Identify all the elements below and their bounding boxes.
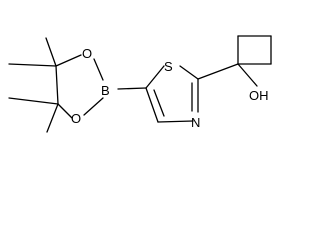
bond-c4-c5-double (153, 89, 165, 117)
methyl-groups (8, 37, 59, 133)
bond-s-c2 (179, 65, 199, 80)
atom-nitrogen: N (191, 115, 200, 130)
bond-c-c-ring (55, 65, 59, 105)
bond-c2-cyclobutyl (197, 63, 239, 80)
atom-o-bottom: O (71, 111, 81, 126)
bond-o-c-bottom (57, 103, 73, 119)
bond-c5-s (145, 65, 165, 89)
atom-boron: B (101, 83, 110, 98)
structure-canvas: O O B S N OH (8, 35, 272, 133)
cyclobutane-ring (237, 35, 272, 65)
dioxaborolane-ring (55, 54, 104, 119)
bond-c-o-top (55, 54, 82, 67)
bond-c-oh (237, 63, 258, 87)
methyl-top-left (8, 63, 57, 67)
bond-c4-c5 (145, 87, 159, 123)
bond-o-b-top (93, 58, 104, 81)
atom-o-top: O (82, 46, 92, 61)
methyl-bottom-left (8, 97, 59, 105)
atom-sulfur: S (164, 59, 173, 74)
thiazole-ring (145, 65, 199, 123)
methyl-bottom-lower (46, 103, 59, 133)
bond-b-c5 (117, 87, 147, 90)
bond-b-o-bottom (83, 97, 104, 116)
atom-hydroxyl: OH (249, 88, 269, 103)
methyl-top-upper (45, 37, 57, 67)
molecule-structure: O O B S N OH (8, 35, 272, 133)
bond-n-c4 (157, 120, 194, 123)
